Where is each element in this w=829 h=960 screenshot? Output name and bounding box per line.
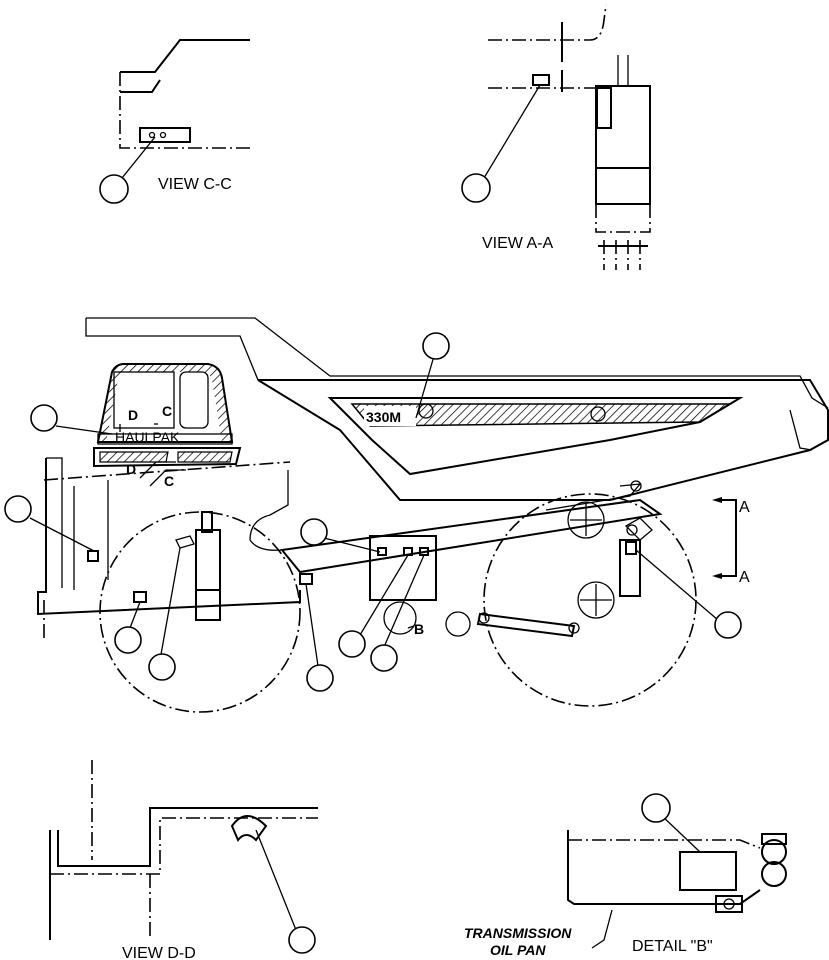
decal-front-wheel xyxy=(133,591,147,603)
view-cc-label: VIEW C-C xyxy=(158,176,232,193)
decal-frame xyxy=(299,573,313,585)
rear-strut xyxy=(619,539,641,597)
rear-wheel xyxy=(483,493,697,707)
model-label: 330M xyxy=(366,409,401,425)
decal-front-bumper xyxy=(87,550,99,562)
callout-bubble xyxy=(714,611,742,639)
section-d-top: D xyxy=(128,407,138,423)
view-aa: VIEW A-A xyxy=(461,4,651,270)
oil-pan-decal xyxy=(679,851,737,891)
oil-pan-outline xyxy=(567,830,761,905)
view-dd-label: VIEW D-D xyxy=(122,945,196,960)
truck-side-view: 330M HAULPAK D C D C xyxy=(4,317,829,713)
callout-bubble xyxy=(148,653,176,681)
section-a-top: A xyxy=(739,499,750,516)
callout-bubble xyxy=(422,332,450,360)
view-aa-top-line xyxy=(488,4,607,41)
link-bar xyxy=(476,612,576,638)
callout-bubble xyxy=(338,630,366,658)
transmission-label-2: OIL PAN xyxy=(490,942,546,958)
dump-body-top xyxy=(86,317,829,409)
detail-b: TRANSMISSION OIL PAN DETAIL "B" xyxy=(464,793,787,958)
callout-bubble xyxy=(300,518,328,546)
view-aa-decal xyxy=(532,74,550,86)
section-c-top: C xyxy=(162,403,172,419)
callout-bubble xyxy=(114,626,142,654)
detail-b-marker: B xyxy=(414,621,424,637)
callout-bubble xyxy=(641,793,671,823)
callout-bubble xyxy=(370,644,398,672)
view-cc-cab-edge xyxy=(120,39,250,73)
callout-bubble xyxy=(461,173,491,203)
deck-rail xyxy=(93,447,242,468)
callout-bubble xyxy=(30,404,58,432)
brand-label: HAULPAK xyxy=(115,429,180,445)
section-a-bottom: A xyxy=(739,569,750,586)
transmission-label-1: TRANSMISSION xyxy=(464,925,572,941)
view-cc-leader xyxy=(121,136,156,179)
canopy-front xyxy=(85,318,259,381)
view-dd: VIEW D-D xyxy=(49,760,318,960)
callout-bubble xyxy=(306,664,334,692)
view-cc-inner-edge xyxy=(120,79,161,93)
transmission-box xyxy=(369,535,437,601)
section-c-bottom: C xyxy=(164,473,174,489)
frame-rail xyxy=(280,498,663,574)
section-a-bracket xyxy=(722,499,737,577)
front-wheel xyxy=(99,511,301,713)
dump-body-panel xyxy=(327,397,744,476)
callout-bubble xyxy=(99,174,129,204)
view-cc-outline xyxy=(119,72,250,149)
view-cc: VIEW C-C xyxy=(99,39,250,204)
detail-b-label: DETAIL "B" xyxy=(632,938,713,955)
view-aa-label: VIEW A-A xyxy=(482,235,553,252)
front-strut xyxy=(195,529,221,591)
front-frame xyxy=(37,458,301,616)
callout-bubble xyxy=(4,495,32,523)
view-dd-decal xyxy=(230,815,268,842)
callout-bubble xyxy=(288,926,316,954)
view-cc-decal xyxy=(139,127,191,143)
section-d-bottom: D xyxy=(126,461,136,477)
